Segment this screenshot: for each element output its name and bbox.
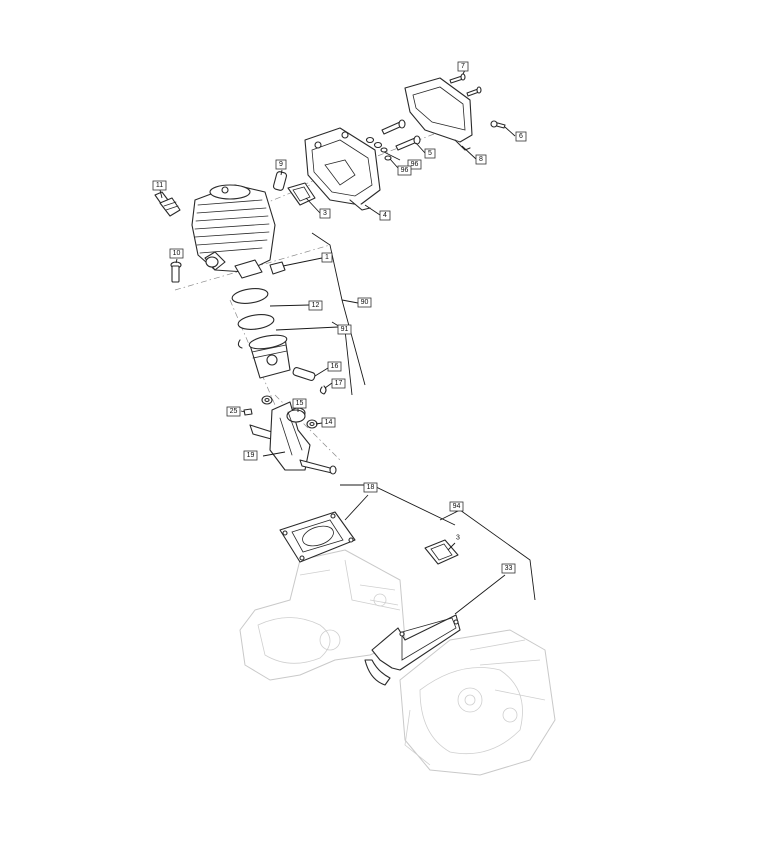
crankcase-housing-ghost: [239, 549, 556, 776]
spark-plug: [154, 191, 181, 217]
callout-3-b: 3: [456, 535, 460, 542]
svg-text:5: 5: [428, 150, 432, 157]
callout-18: 18: [363, 482, 378, 493]
callout-90: 90: [357, 297, 372, 308]
svg-text:8: 8: [479, 156, 483, 163]
svg-text:14: 14: [325, 419, 333, 426]
sleeve-9: [272, 171, 288, 191]
svg-text:17: 17: [335, 380, 343, 387]
woodruff-key: [243, 408, 253, 416]
svg-text:15: 15: [296, 400, 304, 407]
callout-96-b: 96: [397, 165, 412, 176]
callout-25: 25: [226, 406, 241, 417]
callout-17: 17: [331, 378, 346, 389]
leader-lines: [159, 69, 536, 615]
callout-15: 15: [292, 398, 307, 409]
callout-7: 7: [457, 61, 469, 72]
svg-text:11: 11: [156, 182, 163, 189]
cylinder: [191, 184, 276, 279]
piston-rings: [231, 288, 275, 330]
svg-text:3: 3: [456, 535, 460, 542]
washers-96: [365, 136, 392, 161]
crankcase-gasket: [364, 614, 461, 686]
svg-text:96: 96: [401, 167, 409, 174]
gasket-3-lower: [424, 539, 459, 565]
svg-text:9: 9: [279, 161, 283, 168]
screws-7-6: [449, 73, 506, 129]
callout-8: 8: [475, 154, 487, 165]
muffler-body: [304, 127, 381, 211]
bolt-10: [170, 261, 182, 283]
decompression-valve: [269, 261, 286, 275]
svg-text:19: 19: [247, 452, 255, 459]
svg-text:6: 6: [519, 133, 523, 140]
svg-text:3: 3: [323, 210, 327, 217]
svg-text:18: 18: [367, 484, 375, 491]
svg-text:91: 91: [341, 326, 349, 333]
svg-text:90: 90: [361, 299, 369, 306]
callout-3-a: 3: [319, 208, 331, 219]
callout-6: 6: [515, 131, 527, 142]
svg-text:12: 12: [312, 302, 320, 309]
svg-text:96: 96: [411, 161, 419, 168]
callout-9: 9: [275, 159, 287, 170]
cylinder-gasket: [279, 511, 356, 563]
callout-5: 5: [424, 148, 436, 159]
muffler-cover: [404, 77, 473, 151]
svg-text:7: 7: [461, 63, 465, 70]
callouts: 7 6 5 8 96 96 9 11 3 4 10 1 90 12 91 16 …: [152, 61, 527, 574]
callout-19: 19: [243, 450, 258, 461]
callout-96-a: 96: [407, 159, 422, 170]
bolts-5: [381, 119, 421, 151]
svg-text:16: 16: [331, 363, 339, 370]
svg-text:10: 10: [173, 250, 181, 257]
svg-text:94: 94: [453, 503, 461, 510]
callout-12: 12: [308, 300, 323, 311]
callout-10: 10: [169, 248, 184, 259]
svg-text:1: 1: [325, 254, 329, 261]
callout-33: 33: [501, 563, 516, 574]
crankshaft: [249, 401, 337, 475]
piston-pin: [292, 367, 327, 395]
svg-text:33: 33: [505, 565, 513, 572]
callout-94: 94: [449, 501, 464, 512]
callout-4: 4: [379, 210, 391, 221]
callout-14: 14: [321, 417, 336, 428]
piston: [237, 334, 291, 379]
svg-text:4: 4: [383, 212, 387, 219]
callout-11: 11: [152, 180, 167, 191]
callout-91: 91: [337, 324, 352, 335]
callout-16: 16: [327, 361, 342, 372]
callout-1: 1: [321, 252, 333, 263]
gasket-3-upper: [287, 182, 316, 206]
svg-text:25: 25: [230, 408, 238, 415]
